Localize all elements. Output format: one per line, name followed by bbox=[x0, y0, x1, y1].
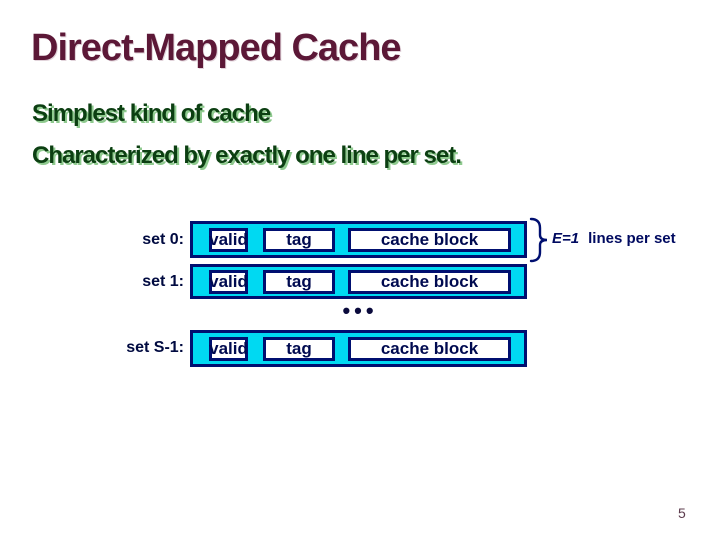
valid-cell: valid bbox=[209, 336, 248, 361]
cache-block-cell: cache block bbox=[348, 227, 511, 252]
valid-cell: valid bbox=[209, 269, 248, 294]
lines-per-set-text: lines per set bbox=[588, 230, 676, 247]
set-0-label: set 0: bbox=[142, 231, 184, 248]
slide-title: Direct-Mapped Cache bbox=[31, 27, 402, 69]
cache-set-row-1: valid tag cache block bbox=[190, 264, 527, 299]
cache-block-cell: cache block bbox=[348, 269, 511, 294]
cache-set-row-s-1: valid tag cache block bbox=[190, 330, 527, 367]
bullet-simplest: Simplest kind of cache bbox=[32, 100, 271, 127]
brace-icon bbox=[529, 217, 548, 263]
cache-set-row-0: valid tag cache block bbox=[190, 221, 527, 258]
lines-per-set-label: E=1 lines per set bbox=[552, 230, 676, 248]
tag-cell: tag bbox=[263, 336, 335, 361]
tag-cell: tag bbox=[263, 227, 335, 252]
cache-block-cell: cache block bbox=[348, 336, 511, 361]
bullet-characterized: Characterized by exactly one line per se… bbox=[32, 142, 462, 169]
valid-cell: valid bbox=[209, 227, 248, 252]
set-1-label: set 1: bbox=[142, 273, 184, 290]
e-equals-1-label: E=1 bbox=[552, 230, 580, 247]
set-s-1-label: set S-1: bbox=[126, 339, 184, 356]
ellipsis-dots: ••• bbox=[342, 298, 378, 323]
tag-cell: tag bbox=[263, 269, 335, 294]
page-number: 5 bbox=[678, 505, 686, 521]
